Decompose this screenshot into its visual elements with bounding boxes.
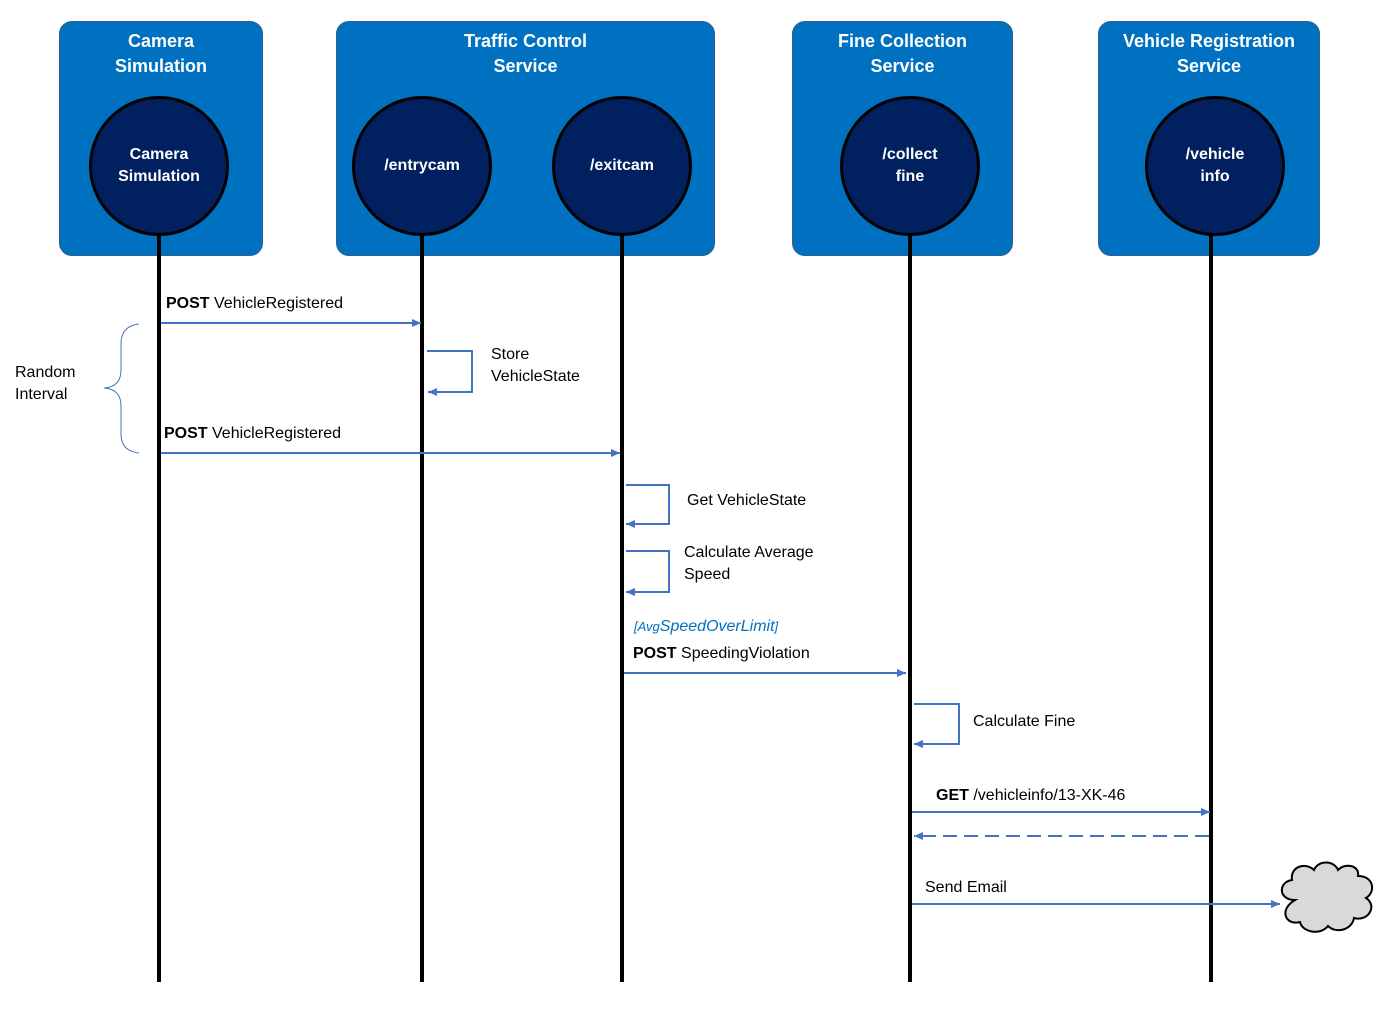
service-title: Traffic Control Service: [463, 31, 587, 76]
label-send-email: Send Email: [925, 879, 1007, 896]
http-method: POST: [166, 295, 210, 312]
label-calc-fine: Calculate Fine: [973, 713, 1076, 730]
guard-close: ]: [774, 619, 779, 634]
label-post-exit: POST VehicleRegistered: [164, 423, 341, 445]
service-title: Vehicle Registration Service: [1122, 31, 1296, 76]
message-text: VehicleRegistered: [212, 425, 341, 442]
guard-main: SpeedOverLimit: [659, 618, 775, 635]
selfcall-get-state: [626, 484, 670, 528]
selfcall-calc-fine: [914, 703, 960, 748]
label-calc-speed: Calculate Average Speed: [684, 544, 814, 583]
label-get-state: Get VehicleState: [687, 492, 807, 509]
endpoint-exitcam: /exitcam: [552, 96, 692, 236]
http-method: GET: [936, 787, 969, 804]
service-title: Camera Simulation: [114, 31, 207, 76]
guard-open: [: [634, 619, 638, 634]
label-store-state: Store VehicleState: [491, 346, 580, 385]
label-random-interval: Random Interval: [15, 364, 76, 403]
message-text: /vehicleinfo/13-XK-46: [973, 787, 1126, 804]
lifeline-entrycam: [420, 230, 424, 982]
endpoint-vehicleinfo: /vehicle info: [1145, 96, 1285, 236]
endpoint-label: Camera Simulation: [118, 146, 200, 185]
service-title: Fine Collection Service: [837, 31, 967, 76]
endpoint-collectfine: /collect fine: [840, 96, 980, 236]
lifeline-vehicleinfo: [1209, 230, 1213, 982]
message-text: SpeedingViolation: [681, 645, 810, 662]
lifeline-collectfine: [908, 230, 912, 982]
http-method: POST: [164, 425, 208, 442]
guard-condition: [AvgSpeedOverLimit]: [634, 616, 778, 638]
http-method: POST: [633, 645, 677, 662]
endpoint-label: /entrycam: [384, 157, 460, 174]
lifeline-camera-simulation: [157, 230, 161, 982]
message-text: VehicleRegistered: [214, 295, 343, 312]
cloud-icon: [1280, 861, 1374, 933]
endpoint-entrycam: /entrycam: [352, 96, 492, 236]
endpoint-label: /exitcam: [589, 157, 655, 174]
lifeline-exitcam: [620, 230, 624, 982]
label-post-entry: POST VehicleRegistered: [166, 293, 343, 315]
label-post-violation: POST SpeedingViolation: [633, 643, 810, 665]
label-get-vehicleinfo: GET /vehicleinfo/13-XK-46: [936, 785, 1125, 807]
selfcall-store-state: [427, 350, 473, 396]
endpoint-camera-simulation: Camera Simulation: [89, 96, 229, 236]
guard-prefix: Avg: [637, 619, 660, 634]
endpoint-label: /collect fine: [882, 146, 938, 185]
endpoint-label: /vehicle info: [1185, 146, 1245, 185]
brace-random-interval: [103, 323, 140, 454]
selfcall-calc-speed: [626, 550, 670, 596]
